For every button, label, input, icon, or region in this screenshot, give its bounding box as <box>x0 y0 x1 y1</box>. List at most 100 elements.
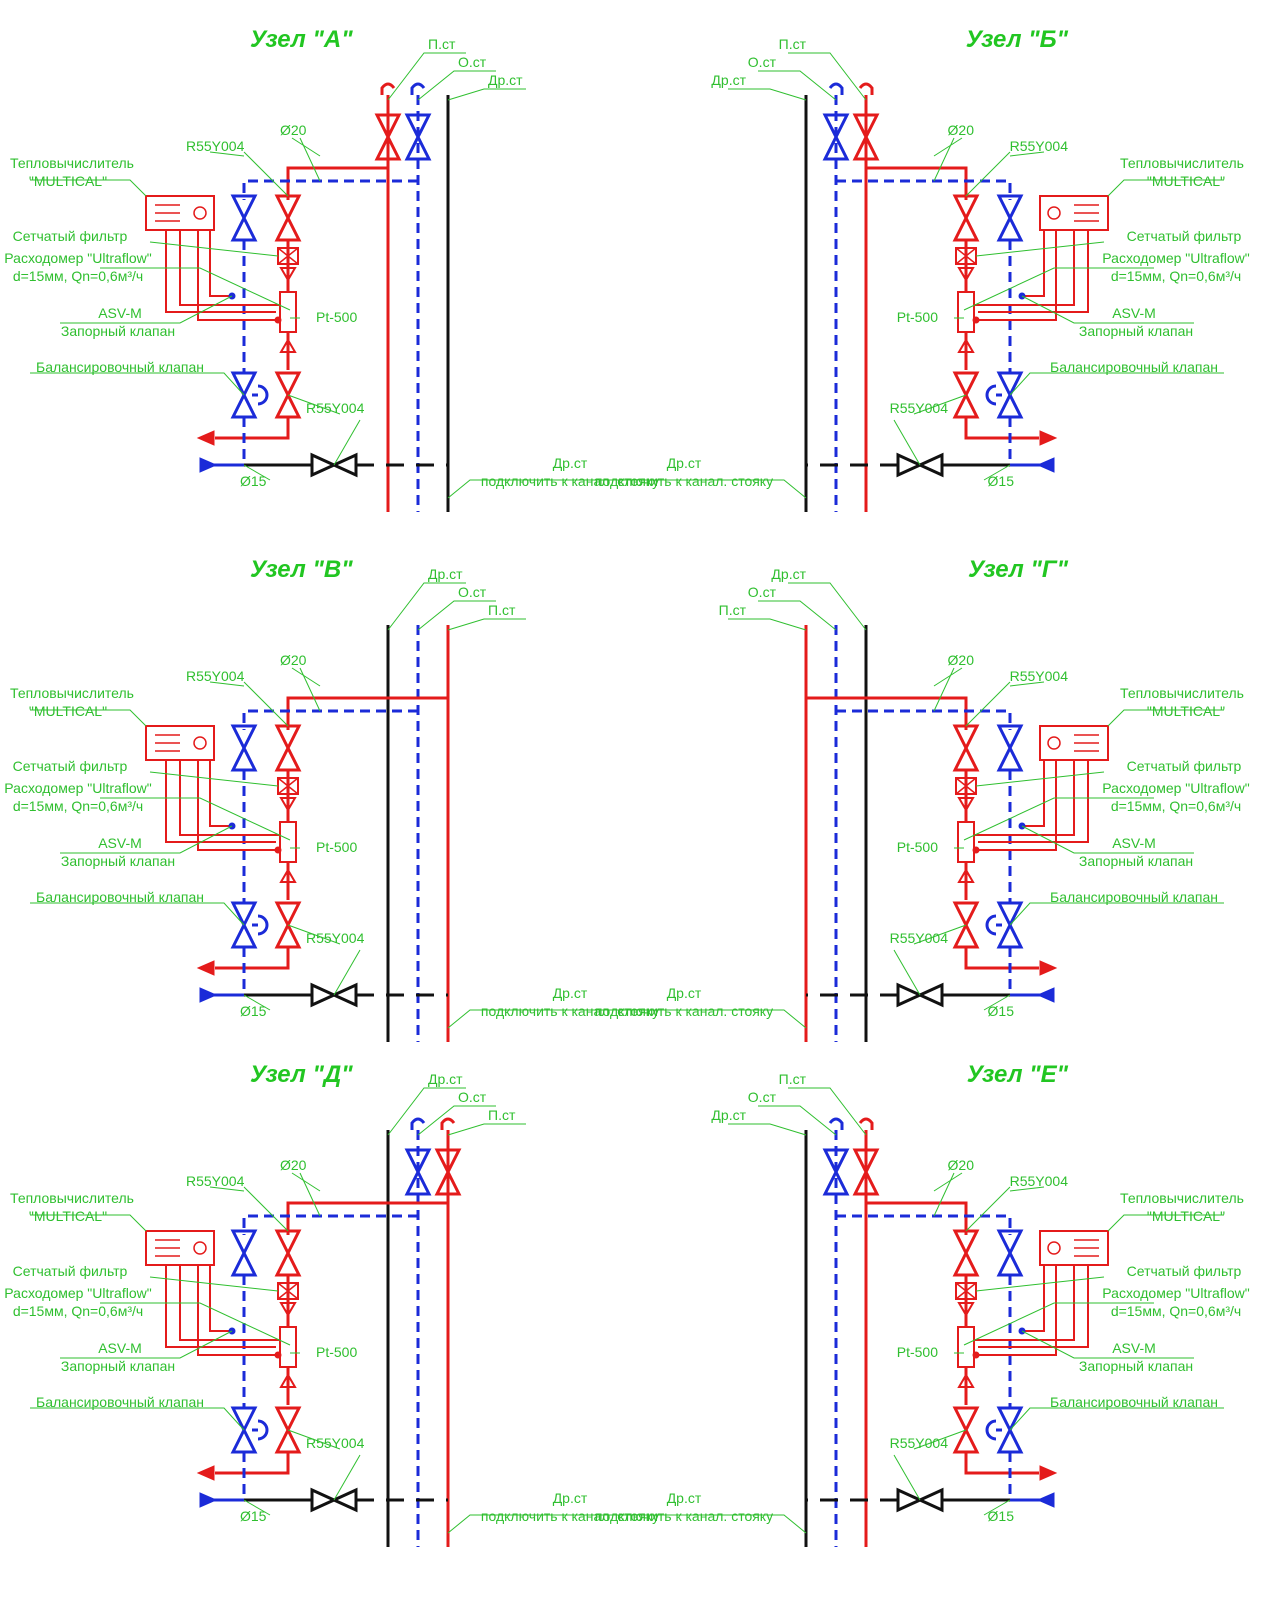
label-flowmeter-spec: d=15мм, Qn=0,6м³/ч <box>13 1303 143 1319</box>
shutoff-valve-supply <box>952 194 980 242</box>
return-in-arrow <box>1036 987 1055 1003</box>
label-pt500: Pt-500 <box>316 1344 357 1360</box>
label-asv-m: ASV-M <box>98 305 142 321</box>
label-balancing: Балансировочный клапан <box>1050 1394 1218 1410</box>
node-title: Узел "Д" <box>250 1061 353 1088</box>
shutoff-valve-return <box>996 724 1024 772</box>
label-pt500: Pt-500 <box>897 1344 938 1360</box>
label-r55y004-bottom: R55Y004 <box>306 930 365 946</box>
return-in-arrow <box>1036 457 1055 473</box>
label-flowmeter: Расходомер "Ultraflow" <box>4 780 151 796</box>
label-asv-m: ASV-M <box>98 1340 142 1356</box>
riser-label: Др.ст <box>428 1071 463 1087</box>
label-flowmeter: Расходомер "Ultraflow" <box>1102 250 1249 266</box>
label-pt500: Pt-500 <box>897 839 938 855</box>
label-flowmeter-spec: d=15мм, Qn=0,6м³/ч <box>13 798 143 814</box>
riser-label: Др.ст <box>428 566 463 582</box>
label-asv-m: ASV-M <box>1112 305 1156 321</box>
label-r55y004-top: R55Y004 <box>1010 138 1069 154</box>
label-multical: "MULTICAL" <box>1147 173 1225 189</box>
label-strainer: Сетчатый фильтр <box>1127 758 1242 774</box>
node-title: Узел "Б" <box>966 26 1069 53</box>
label-d20: Ø20 <box>948 652 975 668</box>
drain-valve <box>896 452 944 478</box>
label-multical: "MULTICAL" <box>29 173 107 189</box>
label-drain: Др.ст <box>553 985 588 1001</box>
label-drain: Др.ст <box>553 1490 588 1506</box>
label-heat-calculator: Тепловычислитель <box>10 155 134 171</box>
label-d15: Ø15 <box>240 473 267 489</box>
label-shutoff: Запорный клапан <box>1079 1358 1193 1374</box>
label-flowmeter: Расходомер "Ultraflow" <box>1102 780 1249 796</box>
flowmeter-icon <box>279 1326 297 1368</box>
label-r55y004-top: R55Y004 <box>1010 1173 1069 1189</box>
shutoff-valve-supply <box>274 194 302 242</box>
shutoff-valve-supply-2 <box>274 901 302 949</box>
label-shutoff: Запорный клапан <box>61 323 175 339</box>
label-shutoff: Запорный клапан <box>61 1358 175 1374</box>
riser-valve <box>404 113 432 161</box>
supply-out <box>964 1452 1039 1475</box>
label-drain: Др.ст <box>667 985 702 1001</box>
shutoff-valve-return <box>230 1229 258 1277</box>
return-branch <box>836 179 1012 200</box>
label-d20: Ø20 <box>280 122 307 138</box>
flowmeter-icon <box>279 291 297 333</box>
shutoff-valve-supply-2 <box>274 371 302 419</box>
supply-out <box>215 417 290 440</box>
shutoff-valve-supply <box>274 1229 302 1277</box>
label-drain: Др.ст <box>553 455 588 471</box>
riser-label: О.ст <box>748 1089 777 1105</box>
return-in-arrow <box>199 457 218 473</box>
riser-label: П.ст <box>488 602 516 618</box>
label-asv-m: ASV-M <box>1112 1340 1156 1356</box>
label-pt500: Pt-500 <box>316 309 357 325</box>
drain-valve <box>310 982 358 1008</box>
label-d15: Ø15 <box>988 473 1015 489</box>
label-flowmeter-spec: d=15мм, Qn=0,6м³/ч <box>1111 1303 1241 1319</box>
label-d15: Ø15 <box>988 1508 1015 1524</box>
label-strainer: Сетчатый фильтр <box>13 758 128 774</box>
riser-hook <box>410 1117 426 1130</box>
label-balancing: Балансировочный клапан <box>36 1394 204 1410</box>
riser-label: Др.ст <box>711 72 746 88</box>
return-in-arrow <box>1036 1492 1055 1508</box>
supply-out-arrow <box>196 430 215 446</box>
supply-out <box>964 947 1039 970</box>
label-drain: Др.ст <box>667 455 702 471</box>
riser-valve <box>822 113 850 161</box>
return-in-arrow <box>199 987 218 1003</box>
return-branch <box>242 1214 418 1235</box>
node-title: Узел "А" <box>250 26 353 53</box>
label-flowmeter: Расходомер "Ultraflow" <box>1102 1285 1249 1301</box>
label-d20: Ø20 <box>948 1157 975 1173</box>
shutoff-valve-supply <box>274 724 302 772</box>
supply-branch <box>806 696 968 730</box>
supply-out-arrow <box>1039 960 1058 976</box>
node-title: Узел "Е" <box>967 1061 1069 1088</box>
drain-valve <box>896 1487 944 1513</box>
riser-label: П.ст <box>488 1107 516 1123</box>
label-r55y004-bottom: R55Y004 <box>306 400 365 416</box>
label-heat-calculator: Тепловычислитель <box>10 685 134 701</box>
supply-out <box>215 1452 290 1475</box>
supply-branch <box>866 166 968 200</box>
label-balancing: Балансировочный клапан <box>36 359 204 375</box>
shutoff-valve-supply-2 <box>952 371 980 419</box>
balancing-valve <box>230 1406 258 1454</box>
shutoff-valve-supply <box>952 724 980 772</box>
riser-label: О.ст <box>748 54 777 70</box>
label-balancing: Балансировочный клапан <box>1050 889 1218 905</box>
flowmeter-icon <box>957 821 975 863</box>
return-branch <box>242 709 418 730</box>
label-balancing: Балансировочный клапан <box>1050 359 1218 375</box>
supply-out-arrow <box>1039 430 1058 446</box>
riser-valve <box>852 1148 880 1196</box>
label-r55y004-top: R55Y004 <box>186 138 245 154</box>
label-heat-calculator: Тепловычислитель <box>10 1190 134 1206</box>
label-shutoff: Запорный клапан <box>1079 323 1193 339</box>
label-drain-connect: подключить к канал. стояку <box>481 1508 659 1524</box>
label-multical: "MULTICAL" <box>1147 1208 1225 1224</box>
shutoff-valve-supply <box>952 1229 980 1277</box>
